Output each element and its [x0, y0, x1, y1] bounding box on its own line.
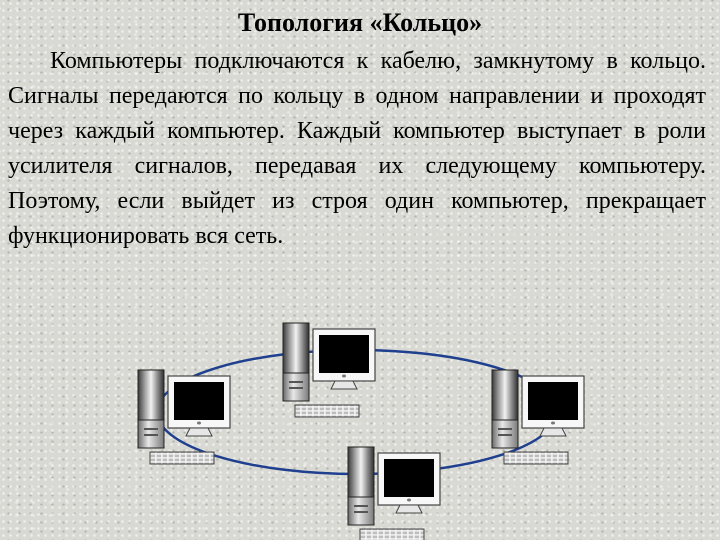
computer-left: [137, 369, 231, 465]
computer-right: [491, 369, 585, 465]
slide-body-text: Компьютеры подключаются к кабелю, замкну…: [8, 48, 706, 249]
computer-bottom: [347, 446, 441, 540]
computer-top: [282, 322, 376, 418]
slide-title: Топология «Кольцо»: [237, 8, 483, 37]
